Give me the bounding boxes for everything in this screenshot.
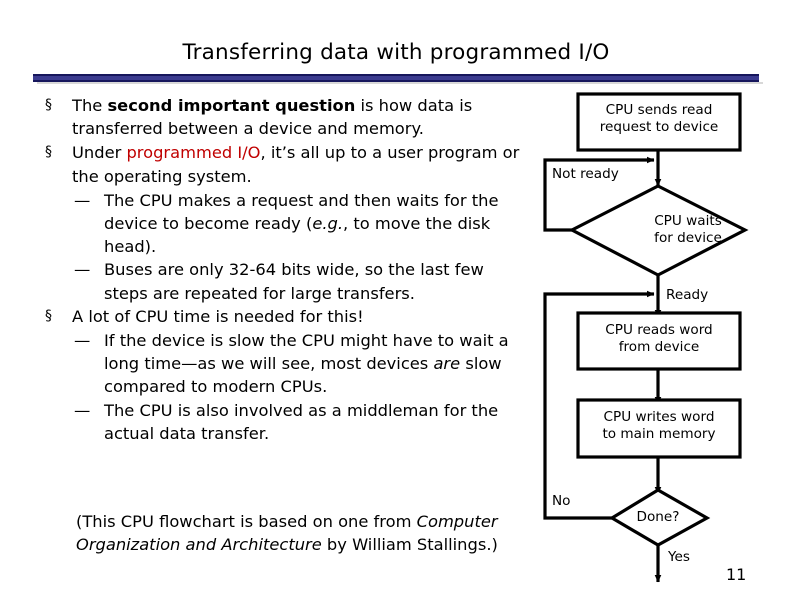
page-title: Transferring data with programmed I/O (182, 40, 610, 65)
bullet-text: A lot of CPU time is needed for this! (72, 307, 364, 326)
node-cpu-reads-word-line1: CPU reads word (605, 322, 713, 338)
text-run: , it’s all up to a user program or the o… (72, 143, 520, 186)
bullet-item: — The CPU makes a request and then waits … (42, 189, 527, 259)
node-cpu-waits-label: CPU waits for device (628, 213, 748, 246)
text-run: The CPU makes a request and then waits f… (104, 190, 499, 234)
title-divider-bar (33, 74, 759, 82)
bullet-text: If the device is slow the CPU might have… (104, 331, 509, 396)
node-cpu-writes-word-shape (576, 398, 742, 459)
source-note: (This CPU flowchart is based on one from… (76, 510, 536, 556)
node-send-read-request-line2: request to device (599, 118, 719, 135)
bullet-text: The second important question is how dat… (72, 96, 472, 138)
text-run: programmed I/O (126, 143, 261, 163)
flowchart-svg (543, 92, 749, 583)
bullet-dash-icon: — (74, 331, 91, 351)
text-run: slow compared to modern CPUs. (104, 354, 502, 397)
bullet-list: § The second important question is how da… (42, 94, 527, 445)
node-cpu-writes-word-line2: to main memory (602, 425, 716, 442)
text-run: A lot of CPU time is needed for this! (72, 306, 364, 326)
node-cpu-waits-line2: for device (654, 229, 722, 246)
text-run: The CPU is also involved as a middleman … (104, 400, 499, 443)
bullet-dash-icon: — (74, 400, 91, 420)
node-cpu-waits-line1: CPU waits (654, 213, 722, 229)
bullet-square-icon: § (45, 144, 52, 161)
text-run: e.g. (312, 214, 344, 234)
text-run: Buses are only 32-64 bits wide, so the l… (104, 260, 484, 303)
bullet-item: — If the device is slow the CPU might hav… (42, 329, 527, 399)
bullet-item: § Under programmed I/O, it’s all up to a … (42, 141, 527, 187)
edge-label-not-ready: Not ready (552, 166, 619, 182)
bullet-text: Under programmed I/O, it’s all up to a u… (72, 143, 519, 185)
text-run: , to move the disk head). (104, 214, 491, 257)
node-cpu-writes-word-label: CPU writes word to main memory (578, 409, 740, 442)
text-run: (This CPU flowchart is based on one from (76, 512, 417, 531)
node-send-read-request-shape (576, 92, 742, 152)
title-divider-shadow (37, 82, 763, 84)
bullet-dash-icon: — (74, 260, 91, 280)
text-run: Computer Organization and Architecture (76, 512, 498, 555)
bullet-item: § The second important question is how da… (42, 94, 527, 140)
edge-label-no: No (552, 493, 571, 509)
page-number: 11 (726, 565, 747, 584)
bullet-dash-icon: — (74, 190, 91, 210)
node-send-read-request-line1: CPU sends read (605, 102, 713, 118)
text-run: is how data is transferred between a dev… (72, 96, 473, 139)
node-cpu-writes-word-line1: CPU writes word (603, 409, 715, 425)
node-send-read-request-label: CPU sends read request to device (578, 102, 740, 135)
text-run: are (433, 354, 461, 374)
bullet-item: § A lot of CPU time is needed for this! (42, 305, 527, 328)
cpu-programmed-io-flowchart: CPU sends read request to device CPU wai… (530, 88, 792, 588)
node-cpu-reads-word-label: CPU reads word from device (578, 322, 740, 355)
bullet-square-icon: § (45, 97, 52, 113)
edge-label-yes: Yes (668, 549, 690, 565)
text-run: If the device is slow the CPU might have… (104, 331, 509, 374)
bullet-item: — Buses are only 32-64 bits wide, so the … (42, 258, 527, 304)
bullet-text: The CPU is also involved as a middleman … (104, 401, 498, 443)
node-cpu-reads-word-line2: from device (618, 338, 700, 355)
text-run: The (72, 96, 108, 115)
bullet-item: — The CPU is also involved as a middleman… (42, 399, 527, 445)
text-run: by William Stallings.) (321, 535, 498, 555)
edge-no-loop (543, 290, 655, 520)
bullet-text: The CPU makes a request and then waits f… (104, 191, 498, 256)
text-run: second important question (107, 96, 356, 115)
text-run: Under (72, 143, 127, 163)
bullet-text: Buses are only 32-64 bits wide, so the l… (104, 260, 484, 302)
edge-not-ready-loop (543, 156, 655, 232)
edge-label-ready: Ready (666, 287, 709, 303)
bullet-square-icon: § (45, 307, 52, 324)
node-done-label: Done? (636, 509, 680, 525)
